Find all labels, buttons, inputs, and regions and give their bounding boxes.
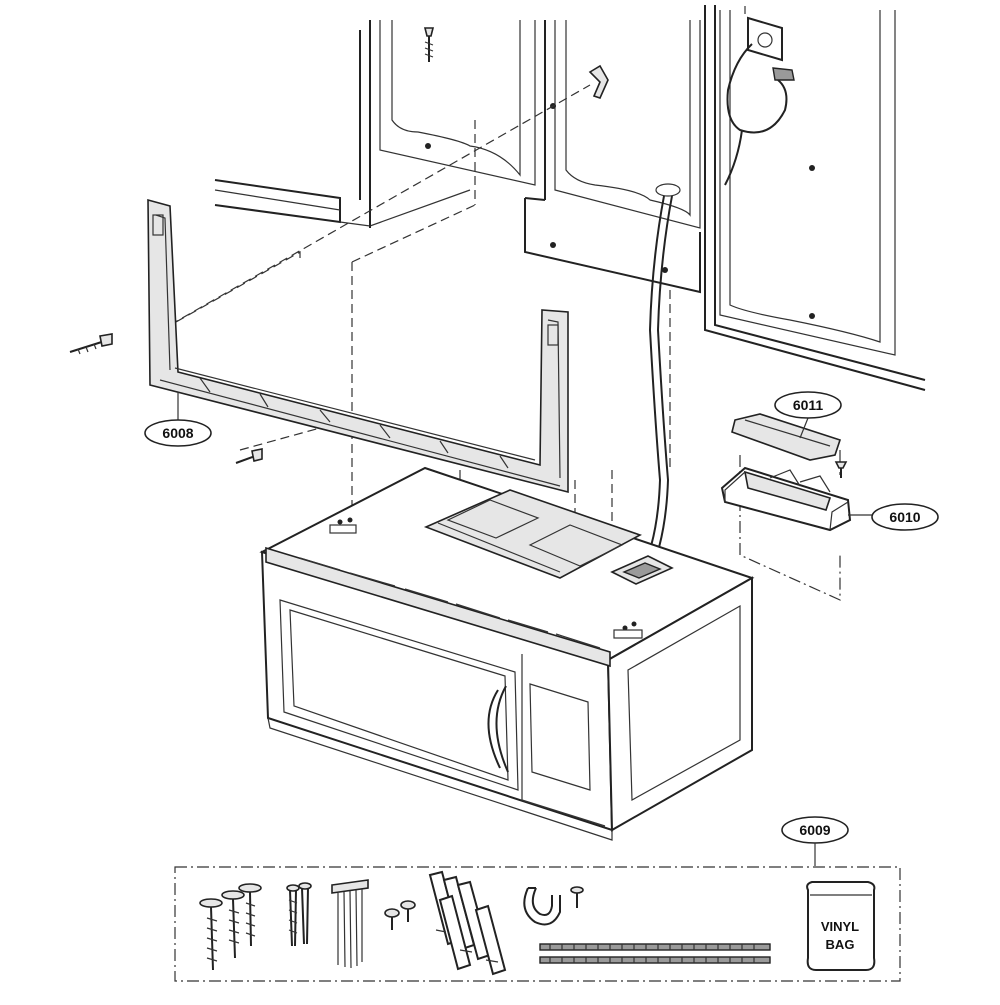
wall-screw-short <box>235 448 263 464</box>
callout-6009: 6009 <box>781 816 849 866</box>
power-cord <box>639 183 681 579</box>
machine-screws <box>384 900 416 930</box>
callout-label-6011: 6011 <box>793 397 824 413</box>
toggle-bolts <box>199 883 262 971</box>
exhaust-adapter <box>720 466 852 532</box>
callout-label-6010: 6010 <box>889 509 920 525</box>
wall-screw-long <box>69 333 113 355</box>
callout-6011: 6011 <box>774 391 842 439</box>
cord-clamp <box>523 887 561 926</box>
foam-strips <box>539 943 771 964</box>
hardware-kit-box <box>174 866 901 982</box>
damper <box>731 413 842 461</box>
cabinet-screw-top <box>423 27 435 62</box>
mounting-plate <box>147 198 569 494</box>
callout-6010: 6010 <box>848 503 939 531</box>
power-outlet <box>724 6 795 186</box>
bracket-clip <box>588 64 609 99</box>
vinyl-bag-label-line2: BAG <box>826 937 855 952</box>
microwave-oven <box>259 466 755 841</box>
callout-label-6009: 6009 <box>799 822 830 838</box>
spring-clips <box>428 870 507 976</box>
wall-anchors <box>331 879 369 969</box>
callout-6008: 6008 <box>144 392 212 447</box>
vinyl-bag: VINYL BAG <box>806 881 876 971</box>
upper-cabinets <box>214 5 926 391</box>
wood-screws <box>286 882 312 947</box>
vinyl-bag-label-line1: VINYL <box>821 919 859 934</box>
clamp-screw <box>570 886 584 908</box>
callout-label-6008: 6008 <box>162 425 193 441</box>
adapter-screw <box>834 461 848 478</box>
